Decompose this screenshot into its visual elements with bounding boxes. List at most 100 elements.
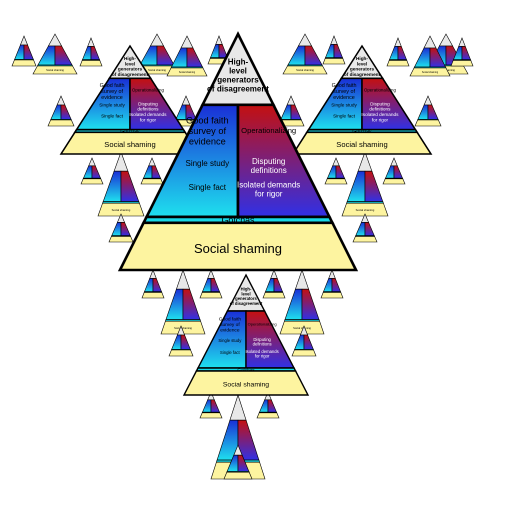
pyramid: [168, 325, 194, 357]
definitions-section: [461, 46, 471, 61]
evidence-section: [14, 44, 25, 60]
evidence-section: [294, 334, 305, 350]
pyramid: [223, 444, 253, 480]
top-section: [148, 157, 156, 167]
social-shaming-band: [256, 412, 280, 419]
pyramid: [414, 95, 442, 127]
social-shaming-band: [199, 412, 223, 419]
definitions-section: [120, 222, 131, 236]
pyramid: [450, 37, 474, 67]
definitions-section: [91, 165, 101, 179]
top-section: [113, 151, 129, 172]
social-shaming-label: Social shaming: [356, 208, 375, 212]
social-shaming-label: Social shaming: [46, 68, 64, 72]
social-shaming-band: [80, 178, 104, 185]
social-shaming-band: [79, 60, 103, 67]
top-section: [56, 95, 66, 106]
top-section: [394, 37, 402, 47]
evidence-section: [82, 46, 92, 61]
social-shaming-band: [140, 178, 164, 185]
top-section: [458, 37, 466, 47]
evidence-section: [417, 104, 429, 120]
social-shaming-band: [97, 202, 145, 217]
definitions-section: [331, 278, 341, 293]
pyramid: Social shaming: [32, 33, 78, 75]
pyramid: [199, 391, 223, 419]
single-fact-label: Single fact: [189, 183, 227, 192]
pyramid: [352, 213, 378, 243]
pyramid: [382, 157, 406, 185]
top-section: [390, 157, 398, 167]
evidence-section: [175, 104, 187, 120]
top-section: [294, 269, 310, 290]
social-shaming-label: Social shaming: [293, 326, 311, 330]
top-section: [438, 33, 454, 47]
pyramid: Social shaming: [166, 35, 208, 77]
social-shaming-band: [32, 65, 78, 75]
social-shaming-band: [386, 60, 410, 67]
top-section: [175, 269, 191, 290]
evidence-section: [202, 399, 212, 413]
social-shaming-label: Social shaming: [148, 68, 166, 72]
top-section: [88, 157, 96, 167]
definitions-section: [186, 47, 203, 68]
social-shaming-band: [382, 178, 406, 185]
social-shaming-band: [160, 320, 206, 335]
pyramid: Social shaming: [341, 151, 389, 217]
social-shaming-label: Social shaming: [104, 140, 155, 149]
top-section: [330, 35, 338, 45]
social-shaming-band: [141, 292, 165, 299]
evidence-section: [385, 165, 395, 179]
social-shaming-band: [282, 65, 328, 75]
evidence-section: [202, 278, 212, 293]
top-section: [47, 33, 63, 47]
top-section: [19, 35, 29, 46]
definitions-section: [180, 334, 191, 350]
evidence-section: [111, 222, 122, 236]
definitions-section: [364, 222, 375, 236]
pyramid: Social shaming: [409, 35, 451, 77]
operationalizing-label: Operationalizing: [132, 87, 165, 92]
social-shaming-band: [352, 236, 378, 243]
top-section: [357, 151, 373, 172]
social-shaming-band: [414, 119, 442, 127]
pyramid: Social shaming: [97, 151, 145, 217]
definitions-section: [290, 104, 302, 120]
definitions-section: [333, 44, 343, 59]
single-study-label: Single study: [331, 102, 357, 107]
social-shaming-band: [341, 202, 389, 217]
social-shaming-label: Social shaming: [179, 71, 196, 74]
gotchas-label: Gotchas: [352, 129, 372, 135]
gotchas-label: Gotchas: [237, 367, 255, 372]
social-shaming-band: [279, 320, 325, 335]
pyramid: Social shaming: [160, 269, 206, 335]
social-shaming-band: [324, 178, 348, 185]
pyramid: [324, 157, 348, 185]
pyramid: [80, 157, 104, 185]
social-shaming-label: Social shaming: [194, 241, 282, 256]
definitions-section: [90, 46, 100, 61]
social-shaming-band: [47, 119, 75, 127]
social-shaming-label: Social shaming: [422, 71, 439, 74]
evidence-section: [355, 222, 366, 236]
social-shaming-band: [108, 236, 134, 243]
definitions-section: [267, 399, 277, 413]
social-shaming-label: Social shaming: [223, 381, 269, 388]
social-shaming-label: Social shaming: [336, 140, 387, 149]
evidence-section: [389, 46, 399, 61]
